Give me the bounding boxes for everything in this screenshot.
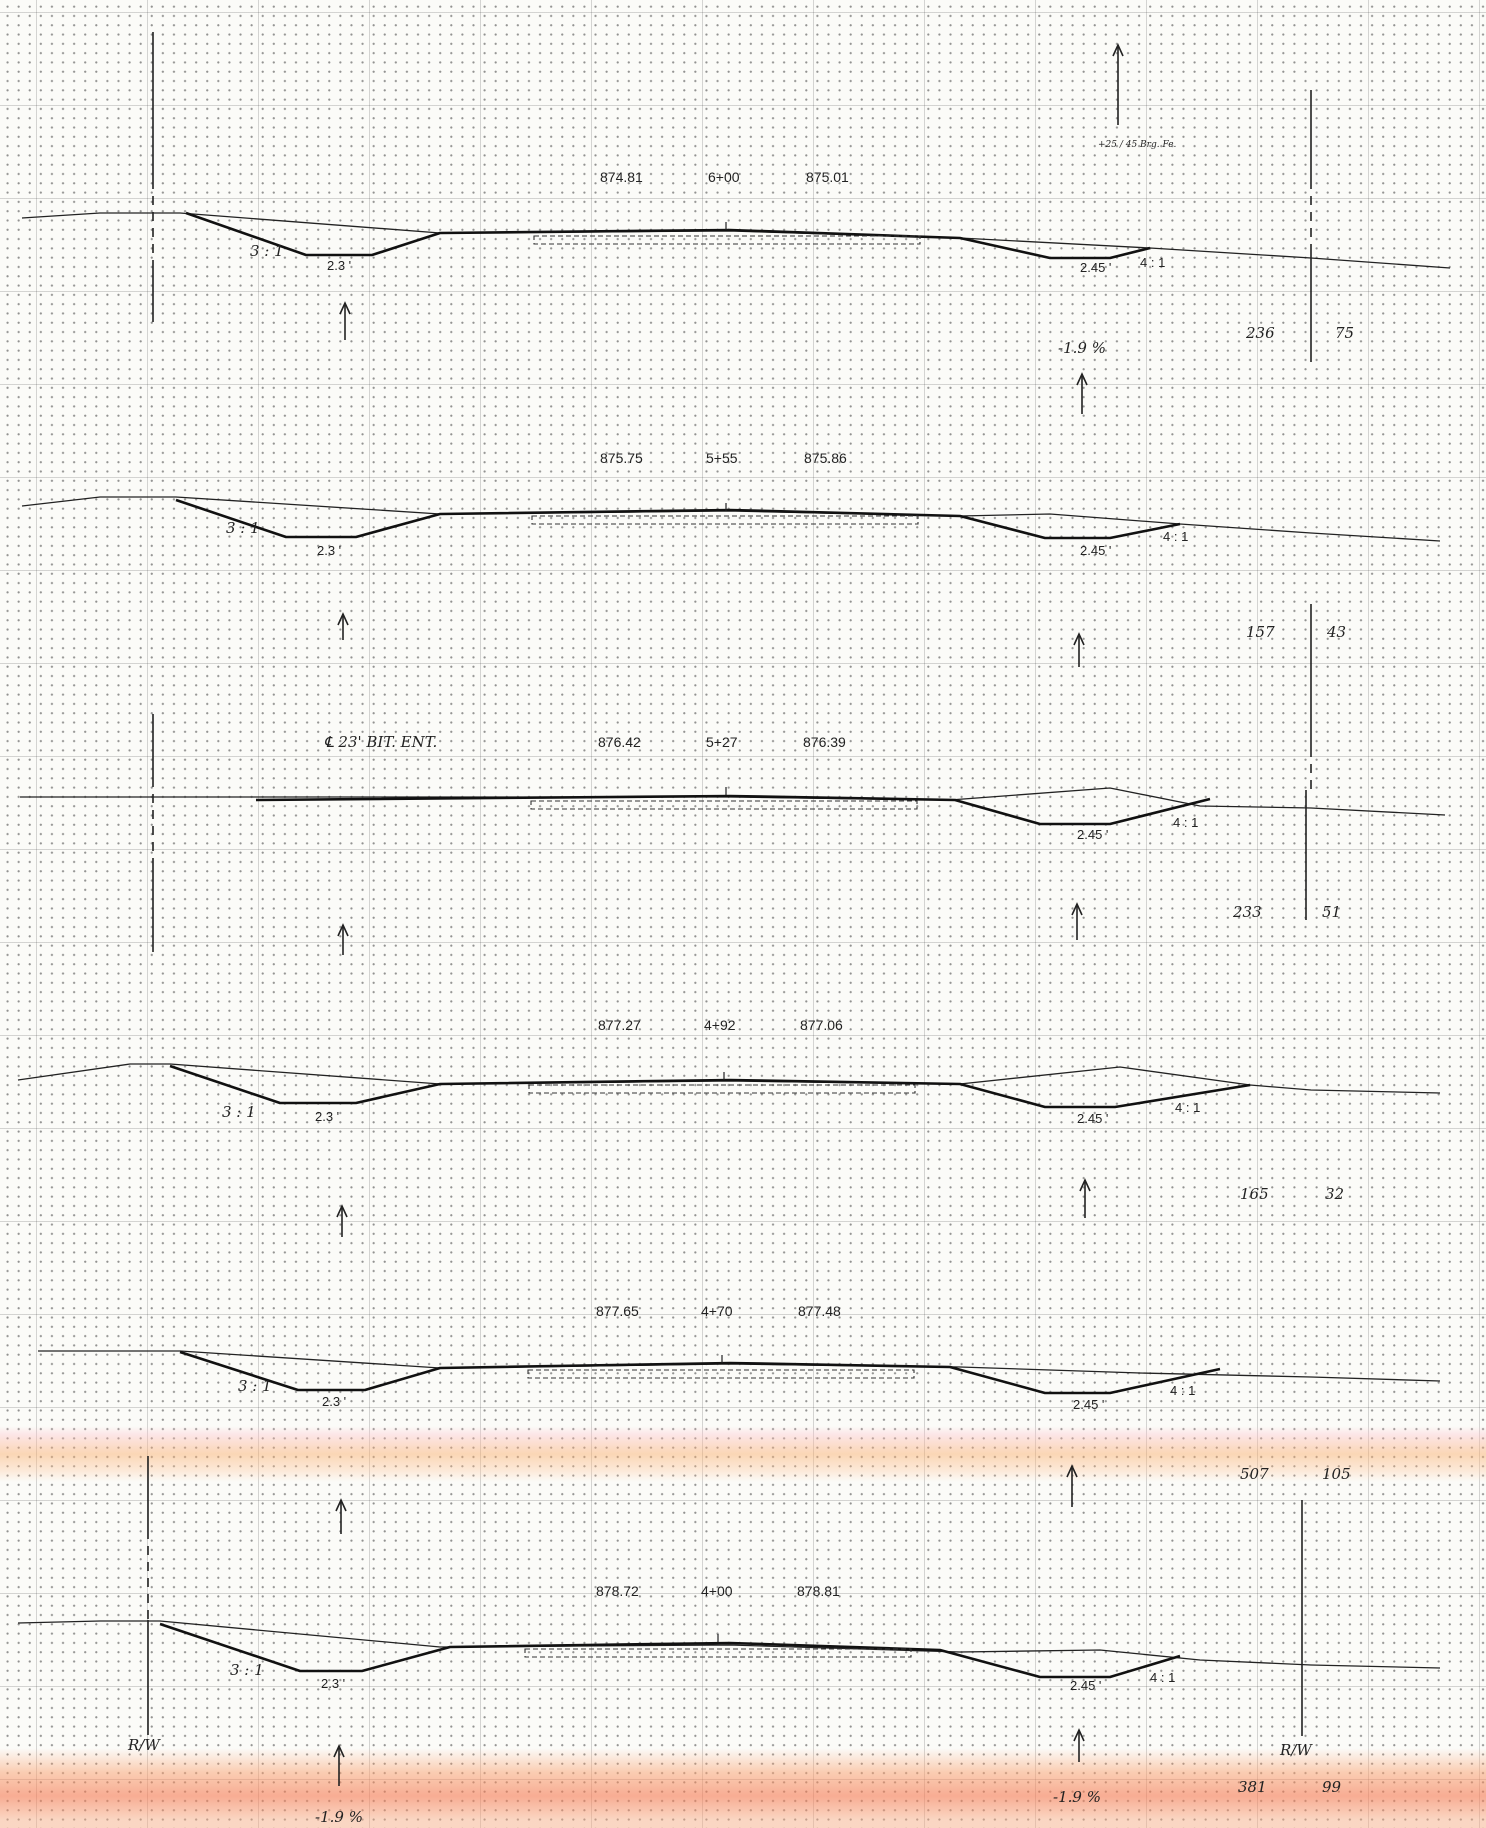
pavement-note: ℄ 23' BIT. ENT.	[324, 733, 437, 751]
left-ditch-depth: 2.3 '	[327, 258, 351, 273]
station-label: 5+55	[706, 450, 738, 466]
grade-label-left: -1.9 %	[315, 1808, 363, 1826]
station-label: 5+27	[706, 734, 738, 750]
left-elevation: 876.42	[598, 734, 641, 750]
area-right: 99	[1322, 1778, 1342, 1796]
right-ditch-depth: 2.45 '	[1070, 1678, 1101, 1693]
left-slope-label: 3 : 1	[238, 1377, 272, 1395]
top-marker-arrow	[1112, 43, 1124, 57]
area-left: 165	[1240, 1185, 1269, 1203]
subbase-outline	[530, 800, 918, 810]
right-ditch-depth: 2.45 '	[1077, 827, 1108, 842]
area-right: 32	[1325, 1185, 1344, 1203]
cross-section-4-92: 877.27 4+92 877.06 3 : 1 2.3 ' 2.45 ' 4 …	[17, 1017, 1441, 1237]
right-ditch-arrowhead	[1071, 902, 1083, 916]
left-ditch-arrowhead	[337, 923, 349, 937]
area-left: 381	[1238, 1778, 1267, 1796]
right-ditch-depth: 2.45 '	[1080, 543, 1111, 558]
row-label-right: R/W	[1279, 1741, 1313, 1759]
right-slope-label: 4 : 1	[1175, 1100, 1200, 1115]
left-ditch-depth: 2.3 '	[315, 1109, 339, 1124]
right-slope-label: 4 : 1	[1140, 255, 1165, 270]
right-ditch-arrowhead	[1066, 1464, 1078, 1478]
proposed-road-profile	[179, 1350, 1221, 1395]
area-left: 236	[1245, 324, 1275, 342]
right-ditch-arrowhead	[1079, 1178, 1091, 1192]
left-elevation: 877.65	[596, 1303, 639, 1319]
station-label: 4+92	[704, 1017, 736, 1033]
proposed-road-profile	[159, 1622, 1181, 1679]
row-label-left: R/W	[127, 1736, 161, 1754]
cross-section-5-55: 875.75 5+55 875.86 3 : 1 2.3 ' 2.45 ' 4 …	[21, 450, 1441, 790]
left-slope-label: 3 : 1	[222, 1103, 256, 1121]
right-elevation: 877.48	[798, 1303, 841, 1319]
right-elevation: 875.86	[804, 450, 847, 466]
proposed-road-profile	[185, 211, 1151, 260]
cross-section-6-00: +25 / 45 Brg. Fe. 874.81 6+00 875.01 3 :…	[21, 32, 1451, 414]
left-elevation: 874.81	[600, 169, 643, 185]
right-slope-label: 4 : 1	[1163, 529, 1188, 544]
left-elevation: 875.75	[600, 450, 643, 466]
right-ditch-depth: 2.45 '	[1080, 260, 1111, 275]
left-elevation: 877.27	[598, 1017, 641, 1033]
proposed-road-profile	[255, 794, 1211, 826]
right-elevation: 875.01	[806, 169, 849, 185]
area-right: 75	[1335, 324, 1354, 342]
right-ditch-depth: 2.45 '	[1073, 1397, 1104, 1412]
right-slope-label: 4 : 1	[1170, 1383, 1195, 1398]
area-left: 157	[1246, 623, 1275, 641]
proposed-road-profile	[175, 498, 1181, 540]
left-elevation: 878.72	[596, 1583, 639, 1599]
left-ditch-depth: 2.3 '	[317, 543, 341, 558]
right-ditch-depth: 2.45 '	[1077, 1111, 1108, 1126]
right-ditch-arrowhead	[1073, 632, 1085, 646]
area-right: 105	[1322, 1465, 1351, 1483]
left-ditch-arrowhead	[333, 1744, 345, 1758]
cross-section-4-70: 877.65 4+70 877.48 3 : 1 2.3 ' 2.45 ' 4 …	[38, 1303, 1441, 1534]
station-label: 6+00	[708, 169, 740, 185]
proposed-road-profile	[169, 1064, 1251, 1109]
left-ditch-arrowhead	[339, 301, 351, 315]
cross-section-5-27: ℄ 23' BIT. ENT. 876.42 5+27 876.39 2.45 …	[20, 714, 1446, 955]
left-ditch-arrowhead	[336, 1204, 348, 1218]
subbase-outline	[533, 235, 921, 245]
right-elevation: 876.39	[803, 734, 846, 750]
cross-section-4-00: 878.72 4+00 878.81 3 : 1 2.3 ' 2.45 ' 4 …	[17, 1456, 1441, 1826]
subbase-outline	[527, 1369, 915, 1379]
grade-label-right: -1.9 %	[1053, 1788, 1101, 1806]
right-ditch-arrowhead	[1073, 1728, 1085, 1742]
left-ditch-arrowhead	[337, 612, 349, 626]
left-slope-label: 3 : 1	[250, 242, 284, 260]
subbase-outline	[531, 515, 919, 525]
right-slope-label: 4 : 1	[1173, 815, 1198, 830]
existing-ground-line	[20, 787, 1446, 816]
area-right: 43	[1326, 623, 1346, 641]
left-slope-label: 3 : 1	[230, 1661, 264, 1679]
left-ditch-depth: 2.3 '	[322, 1394, 346, 1409]
area-left: 507	[1240, 1465, 1269, 1483]
station-label: 4+70	[701, 1303, 733, 1319]
left-slope-label: 3 : 1	[226, 519, 260, 537]
area-left: 233	[1232, 903, 1262, 921]
subbase-outline	[524, 1648, 912, 1658]
right-elevation: 877.06	[800, 1017, 843, 1033]
right-elevation: 878.81	[797, 1583, 840, 1599]
existing-ground-line	[21, 212, 1451, 269]
station-label: 4+00	[701, 1583, 733, 1599]
left-ditch-arrowhead	[335, 1498, 347, 1512]
right-ditch-arrowhead	[1076, 372, 1088, 386]
left-ditch-depth: 2.3 '	[321, 1676, 345, 1691]
area-right: 51	[1322, 903, 1341, 921]
subbase-outline	[528, 1084, 916, 1094]
right-slope-label: 4 : 1	[1150, 1670, 1175, 1685]
top-note: +25 / 45 Brg. Fe.	[1098, 140, 1177, 150]
grade-label: -1.9 %	[1058, 339, 1106, 357]
